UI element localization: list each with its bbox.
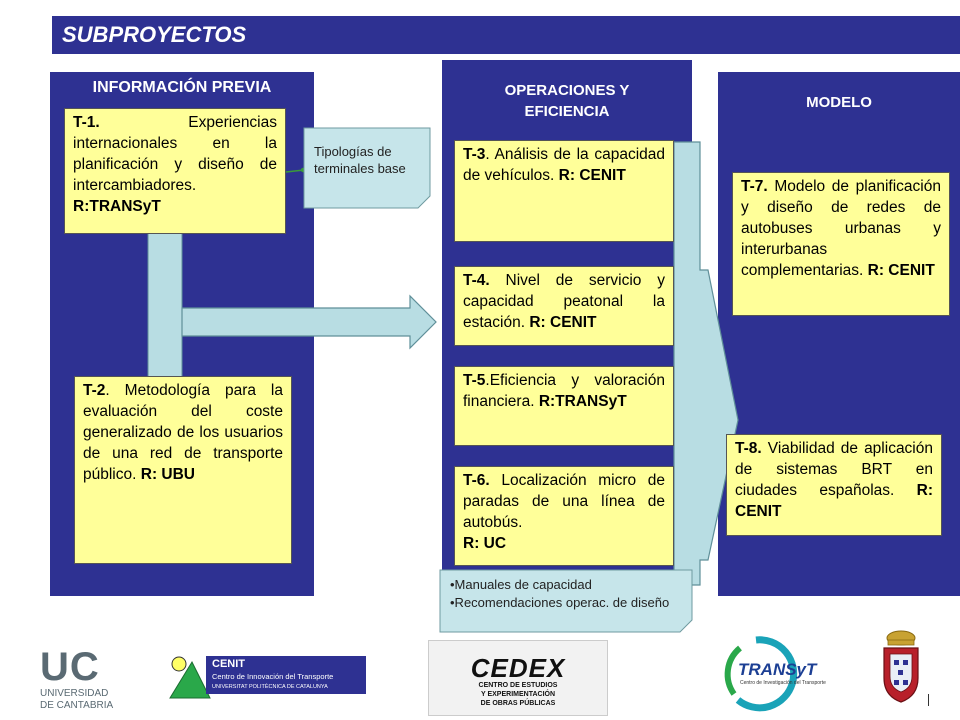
logo-transyt: TRANSyT Centro de Investigación del Tran… [716,634,826,712]
task-t8-code: T-8. [735,440,762,457]
task-t6-code: T-6. [463,472,490,489]
task-t3: T-3. Análisis de la capacidad de vehícul… [454,140,674,242]
logo-uc: UC UNIVERSIDAD DE CANTABRIA [40,646,140,712]
logo-cedex-line3: DE OBRAS PÚBLICAS [480,700,556,707]
logo-cenit: CENIT Centro de Innovación del Transport… [168,654,368,700]
logo-cenit-univ: UNIVERSITAT POLITÈCNICA DE CATALUNYA [212,684,328,690]
task-t4-text: Nivel de servicio y capacidad peatonal l… [463,272,665,331]
task-t8-resp: R: CENIT [735,481,933,520]
note-recomendaciones-item: •Recomendaciones operac. de diseño [450,594,670,610]
logo-cedex: CEDEX CENTRO DE ESTUDIOS Y EXPERIMENTACI… [428,640,608,716]
logo-cenit-name: CENIT [212,658,245,670]
task-t2: T-2. Metodología para la evaluación del … [74,376,292,564]
logo-cedex-name: CEDEX [470,653,566,683]
task-t4-code: T-4. [463,272,490,289]
task-t3-text: . Análisis de la capacidad de vehículos. [463,146,665,184]
column-title-operaciones-line1: OPERACIONES Y [504,82,630,99]
task-t3-resp: R: CENIT [558,166,626,184]
coat-of-arms-icon [883,630,919,703]
task-t7-text: Modelo de planificación y diseño de rede… [741,178,941,279]
task-t1-text: Experiencias internacionales en la plani… [73,114,277,194]
task-t5-resp: R:TRANSyT [538,392,627,410]
logo-cenit-triangle-icon [169,656,211,699]
task-t4-resp: R: CENIT [529,313,597,331]
task-t5-text: .Eficiencia y valoración financiera. [463,372,665,410]
task-t6-text: Localización micro de paradas de una lín… [463,472,665,531]
logo-uc-line2: DE CANTABRIA [40,700,114,711]
arrow-to-operaciones [181,294,437,350]
task-t5-code: T-5 [463,372,486,389]
task-t1: T-1. Experiencias internacionales en la … [64,108,286,234]
task-t1-resp: R:TRANSyT [73,197,161,215]
note-tipologias: Tipologías de terminales base [314,144,406,176]
logo-uc-line1: UNIVERSIDAD [40,688,109,699]
task-t7: T-7. Modelo de planificación y diseño de… [732,172,950,316]
column-title-modelo: MODELO [806,94,872,111]
note-manuales: •Manuales de capacidad •Recomendaciones … [450,576,688,611]
task-t7-resp: R: CENIT [867,261,935,279]
logo-transyt-ring-icon [724,636,798,712]
logo-uc-mark: UC [40,645,100,689]
task-t2-resp: R: UBU [140,465,195,483]
logo-cenit-sub: Centro de Innovación del Transporte [212,672,334,681]
logo-transyt-name: TRANSyT [738,660,817,679]
task-t4: T-4. Nivel de servicio y capacidad peato… [454,266,674,346]
task-t3-code: T-3 [463,146,486,163]
vertical-connector [147,231,183,379]
task-t6-resp: R: UC [463,534,507,552]
page-title: SUBPROYECTOS [52,16,960,54]
logo-cedex-line1: CENTRO DE ESTUDIOS [478,682,558,689]
task-t8: T-8. Viabilidad de aplicación de sistema… [726,434,942,536]
task-t2-code: T-2 [83,382,106,399]
task-t5: T-5.Eficiencia y valoración financiera. … [454,366,674,446]
note-tipologias-shape [303,127,431,209]
logo-transyt-sub: Centro de Investigación del Transporte [740,680,826,686]
logo-cenit-banner: CENIT Centro de Innovación del Transport… [206,656,366,694]
task-t7-code: T-7. [741,178,768,195]
task-t2-text: . Metodología para la evaluación del cos… [83,382,283,483]
task-t6: T-6. Localización micro de paradas de un… [454,466,674,566]
column-title-informacion-previa: INFORMACIÓN PREVIA [92,79,272,96]
task-t8-text: Viabilidad de aplicación de sistemas BRT… [735,440,933,499]
logo-cedex-line2: Y EXPERIMENTACIÓN [480,691,556,698]
task-t1-code: T-1. [73,114,100,131]
column-title-operaciones-line2: EFICIENCIA [524,103,610,120]
note-manuales-shape [439,569,693,633]
note-manuales-item: •Manuales de capacidad [450,577,592,592]
page-marker [928,694,929,706]
